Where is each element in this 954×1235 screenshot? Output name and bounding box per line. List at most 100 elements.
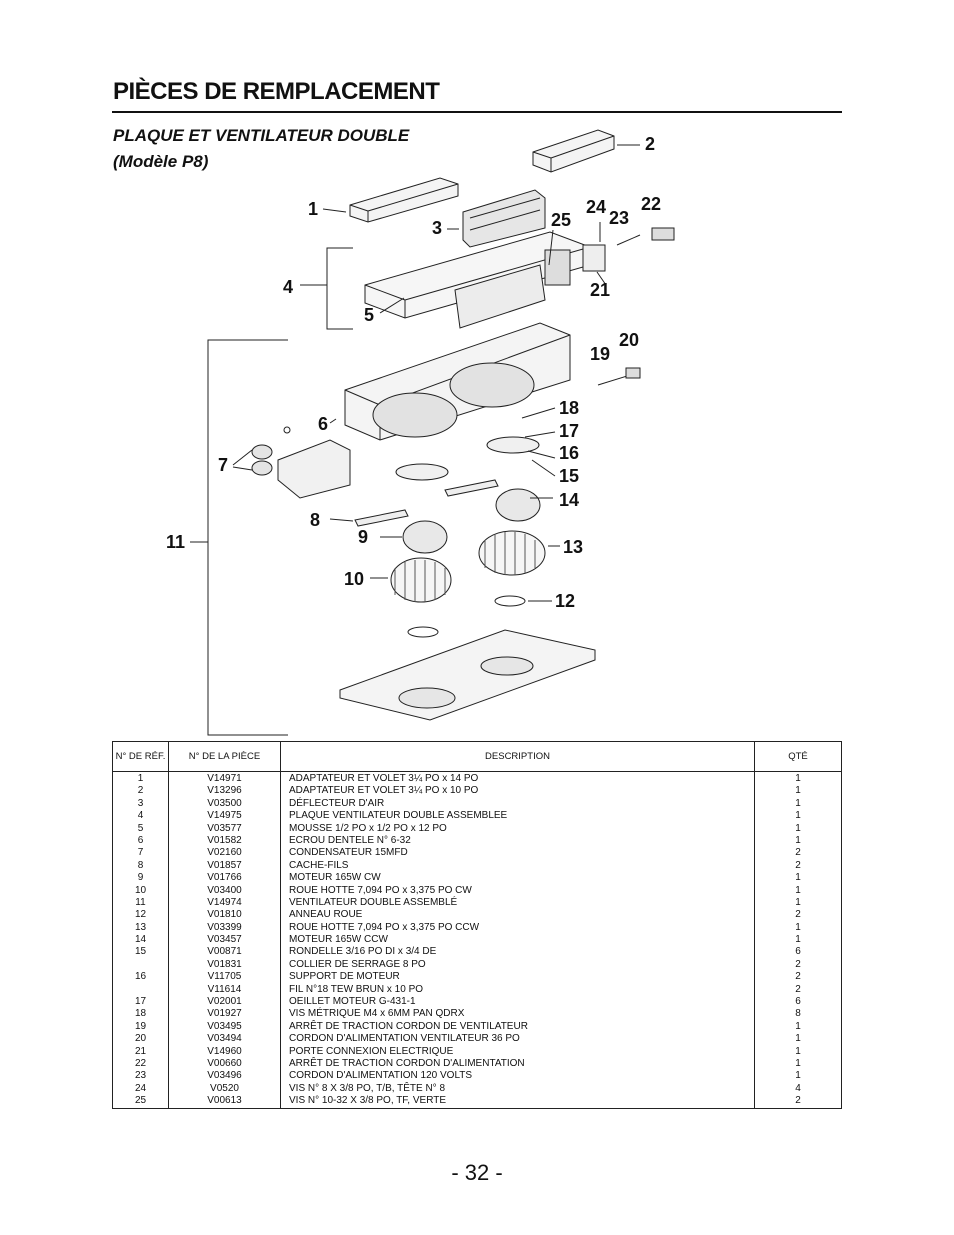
row-qty: 1 bbox=[754, 797, 842, 811]
row-ref: 14 bbox=[112, 934, 169, 947]
row-description: VIS N° 10-32 X 3/8 PO, TF, VERTE bbox=[280, 1095, 755, 1109]
row-ref: 21 bbox=[112, 1045, 169, 1058]
callout-7: 7 bbox=[218, 455, 229, 475]
fan-housing-drawing bbox=[344, 322, 571, 441]
row-ref: 9 bbox=[112, 872, 169, 885]
row-description: VENTILATEUR DOUBLE ASSEMBLÉ bbox=[280, 896, 755, 910]
header-description: DESCRIPTION bbox=[280, 741, 755, 772]
row-ref: 18 bbox=[112, 1008, 169, 1021]
header-part-number: N° DE LA PIÈCE bbox=[168, 741, 281, 772]
callout-17: 17 bbox=[559, 421, 580, 441]
row-part-number: V03496 bbox=[168, 1070, 281, 1083]
row-description: PORTE CONNEXION ELECTRIQUE bbox=[280, 1045, 755, 1058]
row-part-number: V01857 bbox=[168, 859, 281, 873]
row-description: MOTEUR 165W CW bbox=[280, 872, 755, 885]
row-description: VIS N° 8 X 3/8 PO, T/B, TÊTE N° 8 bbox=[280, 1082, 755, 1096]
row-qty: 1 bbox=[754, 1057, 842, 1071]
exploded-parts-diagram bbox=[190, 129, 675, 736]
row-qty: 1 bbox=[754, 834, 842, 848]
row-description: SUPPORT DE MOTEUR bbox=[280, 971, 755, 984]
row-ref: 13 bbox=[112, 921, 169, 935]
bottom-plate-drawing bbox=[339, 629, 596, 721]
row-part-number: V14975 bbox=[168, 810, 281, 823]
section-subtitle: PLAQUE ET VENTILATEUR DOUBLE bbox=[113, 126, 410, 145]
row-ref: 1 bbox=[112, 771, 169, 786]
row-qty: 1 bbox=[754, 1070, 842, 1083]
row-part-number: V03577 bbox=[168, 822, 281, 835]
callout-16: 16 bbox=[559, 443, 580, 463]
callout-6: 6 bbox=[318, 414, 329, 434]
row-description: VIS MÉTRIQUE M4 x 6MM PAN QDRX bbox=[280, 1008, 755, 1021]
row-qty: 2 bbox=[754, 909, 842, 922]
callout-10: 10 bbox=[344, 569, 365, 589]
row-description: MOUSSE 1/2 PO x 1/2 PO x 12 PO bbox=[280, 822, 755, 835]
row-description: ANNEAU ROUE bbox=[280, 909, 755, 922]
capacitors-drawing bbox=[232, 439, 351, 499]
row-description: COLLIER DE SERRAGE 8 PO bbox=[280, 958, 755, 972]
motor-assembly-drawing bbox=[329, 436, 553, 554]
row-ref: 20 bbox=[112, 1033, 169, 1046]
row-part-number: V03457 bbox=[168, 934, 281, 947]
callout-4: 4 bbox=[283, 277, 294, 297]
row-qty: 2 bbox=[754, 859, 842, 873]
row-part-number: V01766 bbox=[168, 872, 281, 885]
row-part-number: V14974 bbox=[168, 896, 281, 910]
row-part-number: V03495 bbox=[168, 1020, 281, 1034]
row-qty: 1 bbox=[754, 1020, 842, 1034]
table-header-row: N° DE RÉF. N° DE LA PIÈCE DESCRIPTION QT… bbox=[112, 741, 842, 772]
row-description: DÉFLECTEUR D'AIR bbox=[280, 797, 755, 811]
row-description: OEILLET MOTEUR G-431-1 bbox=[280, 996, 755, 1009]
row-part-number: V03400 bbox=[168, 884, 281, 897]
adapter-2-drawing bbox=[532, 129, 640, 173]
row-part-number: V11705 bbox=[168, 971, 281, 984]
row-part-number: V14971 bbox=[168, 771, 281, 786]
callout-11: 11 bbox=[166, 532, 186, 552]
row-ref: 23 bbox=[112, 1070, 169, 1083]
row-ref: 19 bbox=[112, 1020, 169, 1034]
row-description: ROUE HOTTE 7,094 PO x 3,375 PO CCW bbox=[280, 921, 755, 935]
row-description: ROUE HOTTE 7,094 PO x 3,375 PO CW bbox=[280, 884, 755, 897]
row-description: CORDON D'ALIMENTATION VENTILATEUR 36 PO bbox=[280, 1033, 755, 1046]
row-part-number: V01831 bbox=[168, 958, 281, 972]
row-part-number: V03399 bbox=[168, 921, 281, 935]
row-part-number: V01810 bbox=[168, 909, 281, 922]
row-ref bbox=[112, 983, 169, 997]
row-qty: 6 bbox=[754, 996, 842, 1009]
plate-4-drawing bbox=[364, 231, 591, 329]
row-ref: 22 bbox=[112, 1057, 169, 1071]
row-part-number: V02160 bbox=[168, 847, 281, 860]
title-divider bbox=[112, 111, 842, 113]
row-description: RONDELLE 3/16 PO DI x 3/4 DE bbox=[280, 946, 755, 959]
row-qty: 2 bbox=[754, 847, 842, 860]
row-ref: 17 bbox=[112, 996, 169, 1009]
row-description: CONDENSATEUR 15MFD bbox=[280, 847, 755, 860]
callout-25: 25 bbox=[551, 210, 572, 230]
row-qty: 1 bbox=[754, 822, 842, 835]
callout-19: 19 bbox=[590, 344, 611, 364]
row-qty: 2 bbox=[754, 983, 842, 997]
row-qty: 6 bbox=[754, 946, 842, 959]
row-qty: 1 bbox=[754, 921, 842, 935]
row-part-number: V0520 bbox=[168, 1082, 281, 1096]
row-qty: 2 bbox=[754, 1095, 842, 1109]
header-qty: QTÉ bbox=[754, 741, 842, 772]
row-ref: 12 bbox=[112, 909, 169, 922]
callout-1: 1 bbox=[308, 199, 319, 219]
row-part-number: V11614 bbox=[168, 983, 281, 997]
blower-wheels-drawing bbox=[370, 530, 560, 638]
row-qty: 1 bbox=[754, 872, 842, 885]
header-ref: N° DE RÉF. bbox=[112, 741, 169, 772]
row-part-number: V03494 bbox=[168, 1033, 281, 1046]
row-ref: 4 bbox=[112, 810, 169, 823]
